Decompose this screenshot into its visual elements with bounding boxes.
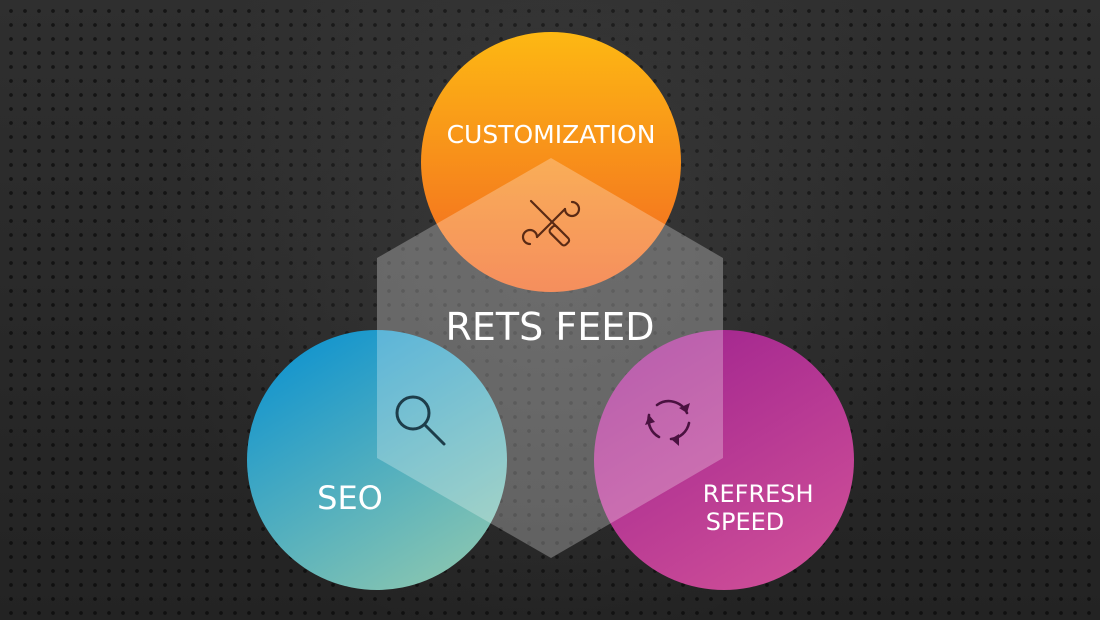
customization-label: CUSTOMIZATION <box>447 120 656 149</box>
seo-circle <box>247 330 507 590</box>
refresh-speed-circle <box>594 330 854 590</box>
customization-circle <box>421 32 681 292</box>
refresh-label-line2: SPEED <box>706 508 785 536</box>
refresh-speed-label: REFRESH SPEED <box>703 480 821 536</box>
rets-feed-label: RETS FEED <box>446 305 655 349</box>
wrench-screwdriver-icon <box>521 199 581 247</box>
refresh-cycle-icon <box>645 399 691 446</box>
magnifying-glass-icon <box>395 395 446 446</box>
rets-feed-hexagon <box>377 158 723 558</box>
refresh-label-line1: REFRESH <box>703 480 814 508</box>
seo-label: SEO <box>317 479 383 517</box>
